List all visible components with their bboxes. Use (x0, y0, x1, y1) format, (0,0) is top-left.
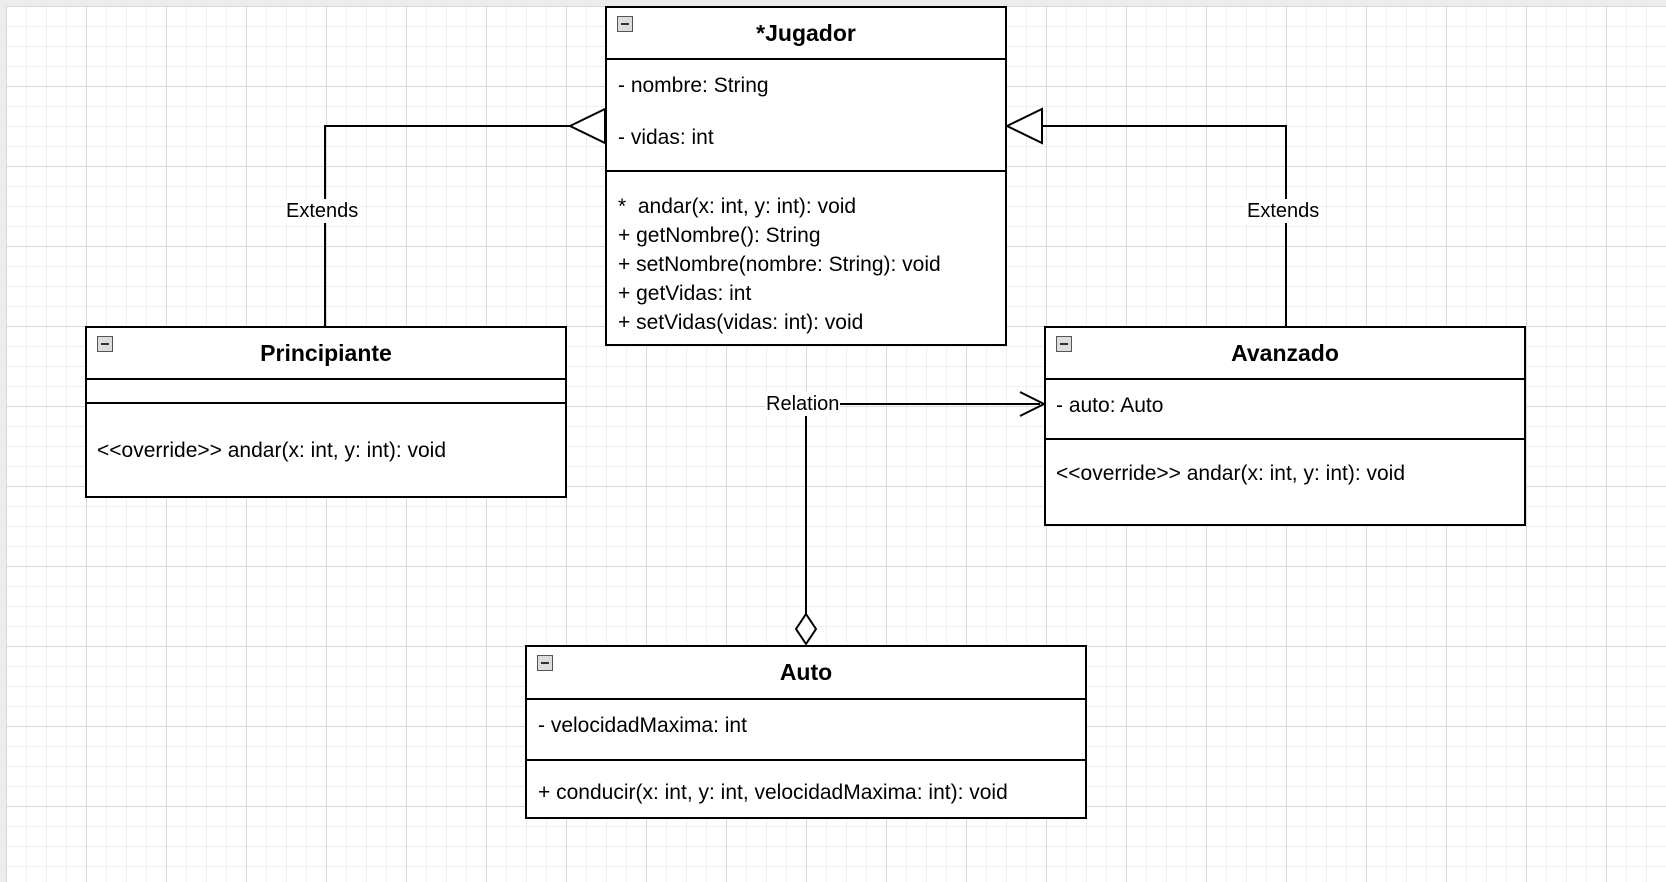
attribute-row: - auto: Auto (1056, 394, 1164, 417)
class-jugador[interactable]: *Jugador - nombre: String - vidas: int *… (605, 6, 1007, 346)
edge-avanzado-extends[interactable] (1040, 125, 1287, 326)
edge-auto-relation[interactable] (805, 403, 1040, 614)
method-row: + conducir(x: int, y: int, velocidadMaxi… (538, 781, 1008, 804)
collapse-minus-icon[interactable] (617, 16, 633, 32)
collapse-minus-icon[interactable] (537, 655, 553, 671)
collapse-minus-icon[interactable] (1056, 336, 1072, 352)
class-header-avanzado[interactable]: Avanzado (1046, 328, 1524, 380)
methods-auto: + conducir(x: int, y: int, velocidadMaxi… (527, 761, 1085, 807)
attributes-jugador: - nombre: String - vidas: int (607, 60, 1005, 172)
method-row: + getVidas: int (618, 282, 752, 305)
class-principiante[interactable]: Principiante <<override>> andar(x: int, … (85, 326, 567, 498)
edge-label-extends-right: Extends (1246, 199, 1321, 223)
collapse-minus-icon[interactable] (97, 336, 113, 352)
method-row: + getNombre(): String (618, 224, 821, 247)
attributes-principiante (87, 380, 565, 404)
class-header-auto[interactable]: Auto (527, 647, 1085, 700)
class-name-avanzado: Avanzado (1231, 340, 1339, 366)
method-row: * andar(x: int, y: int): void (618, 195, 857, 218)
class-header-jugador[interactable]: *Jugador (607, 8, 1005, 60)
generalization-arrow-icon (567, 107, 606, 145)
class-name-principiante: Principiante (260, 340, 392, 366)
edge-principiante-extends[interactable] (324, 125, 570, 326)
attributes-avanzado: - auto: Auto (1046, 380, 1524, 440)
attribute-row: - nombre: String (618, 74, 769, 97)
class-header-principiante[interactable]: Principiante (87, 328, 565, 380)
attributes-auto: - velocidadMaxima: int (527, 700, 1085, 761)
edge-label-relation: Relation (765, 392, 841, 416)
methods-jugador: * andar(x: int, y: int): void + getNombr… (607, 172, 1005, 337)
edge-label-extends-left: Extends (285, 199, 360, 223)
class-name-auto: Auto (779, 659, 833, 685)
attribute-row: - velocidadMaxima: int (538, 714, 747, 737)
method-row: <<override>> andar(x: int, y: int): void (1056, 462, 1406, 485)
class-auto[interactable]: Auto - velocidadMaxima: int + conducir(x… (525, 645, 1087, 819)
method-row: <<override>> andar(x: int, y: int): void (97, 439, 447, 462)
attribute-row: - vidas: int (618, 126, 714, 149)
class-avanzado[interactable]: Avanzado - auto: Auto <<override>> andar… (1044, 326, 1526, 526)
generalization-arrow-icon (1004, 107, 1043, 145)
class-name-jugador: *Jugador (756, 20, 856, 46)
methods-principiante: <<override>> andar(x: int, y: int): void (87, 404, 565, 464)
method-row: + setNombre(nombre: String): void (618, 253, 941, 276)
method-row: + setVidas(vidas: int): void (618, 311, 864, 334)
aggregation-diamond-icon (794, 612, 818, 646)
methods-avanzado: <<override>> andar(x: int, y: int): void (1046, 440, 1524, 488)
